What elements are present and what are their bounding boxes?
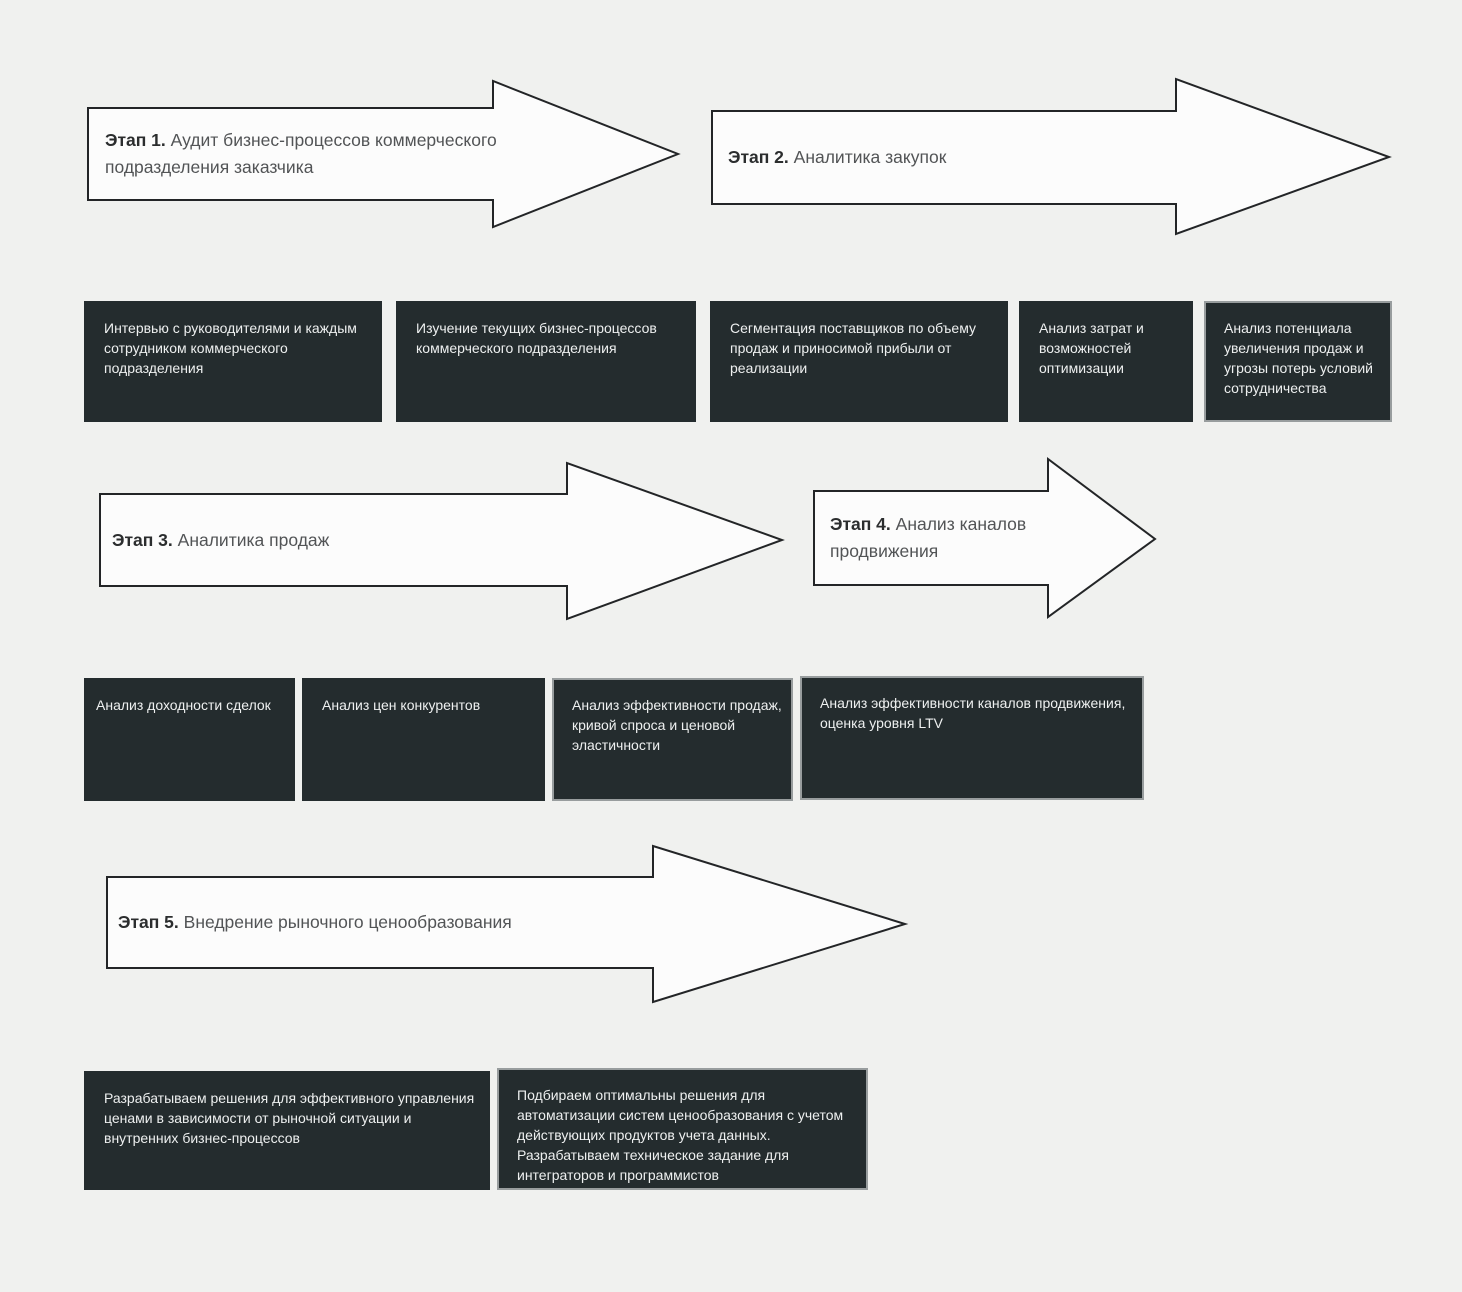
- stage-4-label: Этап 4. Анализ каналов продвижения: [830, 511, 1048, 565]
- stage-3-arrow-shape: [99, 461, 785, 621]
- stage-2-title: Аналитика закупок: [793, 147, 947, 167]
- stage-3-label: Этап 3. Аналитика продаж: [112, 527, 542, 554]
- stage-1-title: Аудит бизнес-процессов коммерческого под…: [105, 130, 497, 177]
- card-supplier-segmentation: Сегментация поставщиков по объему продаж…: [710, 301, 1008, 422]
- card-deal-profitability: Анализ доходности сделок: [84, 678, 295, 801]
- stage-1-arrow-shape: [87, 79, 681, 229]
- card-business-process-study: Изучение текущих бизнес-процессов коммер…: [396, 301, 696, 422]
- card-sales-efficiency: Анализ эффективности продаж, кривой спро…: [552, 678, 793, 801]
- card-competitor-prices: Анализ цен конкурентов: [302, 678, 545, 801]
- stage-3-number: Этап 3.: [112, 530, 173, 550]
- stage-5-label: Этап 5. Внедрение рыночного ценообразова…: [118, 909, 638, 936]
- stage-4-arrow-shape: [813, 457, 1157, 619]
- stage-2-label: Этап 2. Аналитика закупок: [728, 144, 1158, 171]
- card-sales-potential: Анализ потенциала увеличения продаж и уг…: [1204, 301, 1392, 422]
- stage-2-number: Этап 2.: [728, 147, 789, 167]
- stage-4-title: Анализ каналов продвижения: [830, 514, 1027, 561]
- stage-1-number: Этап 1.: [105, 130, 166, 150]
- card-price-management-solutions: Разрабатываем решения для эффективного у…: [84, 1071, 490, 1190]
- card-cost-analysis: Анализ затрат и возможностей оптимизации: [1019, 301, 1193, 422]
- stage-1-label: Этап 1. Аудит бизнес-процессов коммерчес…: [105, 127, 555, 181]
- card-channel-efficiency-ltv: Анализ эффективности каналов продвижения…: [800, 676, 1144, 800]
- card-interviews: Интервью с руководителями и каждым сотру…: [84, 301, 382, 422]
- stage-5-number: Этап 5.: [118, 912, 179, 932]
- stage-3-title: Аналитика продаж: [177, 530, 330, 550]
- card-pricing-automation: Подбираем оптимальны решения для автомат…: [497, 1068, 868, 1190]
- stage-4-number: Этап 4.: [830, 514, 891, 534]
- stage-5-title: Внедрение рыночного ценообразования: [183, 912, 512, 932]
- stage-2-arrow-shape: [711, 77, 1392, 236]
- stage-5-arrow-shape: [106, 844, 909, 1004]
